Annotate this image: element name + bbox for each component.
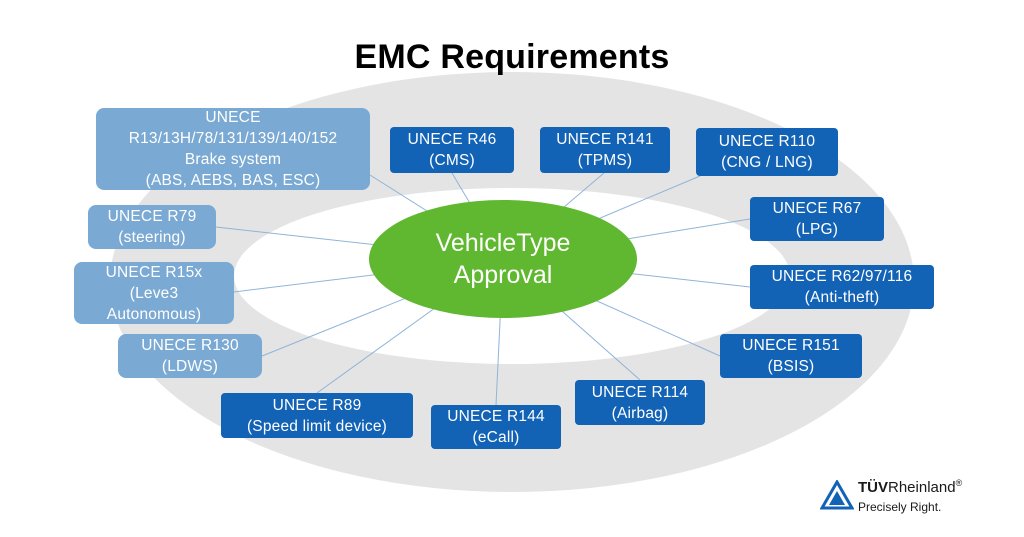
requirement-box-line: (Leve3 [129,284,179,302]
requirement-box-line: UNECE R15x [105,263,203,281]
requirement-box-r130: UNECE R130 (LDWS) [118,334,262,378]
tuv-triangle-icon [820,480,854,510]
requirement-box-r67: UNECE R67 (LPG) [750,197,884,241]
center-ellipse [369,200,637,318]
center-label-line2: Approval [453,261,553,289]
logo-tagline: Precisely Right. [858,500,942,514]
requirement-box-line: (TPMS) [577,152,633,169]
requirement-box-line: Autonomous) [106,305,202,323]
requirement-box-line: R13/13H/78/131/139/140/152 [128,130,338,147]
requirement-box-line: (BSIS) [767,358,815,375]
requirement-box-line: (ABS, AEBS, BAS, ESC) [145,172,321,189]
requirement-box-line: UNECE R89 [272,396,362,414]
requirement-box-line: (Anti-theft) [804,289,880,306]
requirement-box-line: UNECE R114 [591,383,689,401]
requirement-box-r110: UNECE R110 (CNG / LNG) [696,128,838,176]
requirement-box-r151: UNECE R151 (BSIS) [720,334,862,378]
requirement-box-r79: UNECE R79 (steering) [88,205,216,249]
requirement-box-r62: UNECE R62/97/116 (Anti-theft) [750,265,934,309]
requirement-box-line: (Airbag) [611,404,669,422]
requirement-box-line: (CMS) [429,152,475,169]
requirement-box-r89: UNECE R89 (Speed limit device) [221,393,413,438]
requirement-box-line: (eCall) [472,429,520,446]
logo-brand-bold: TÜV [858,479,888,496]
logo-brand: TÜVRheinland® [858,478,962,496]
requirement-box-line: UNECE [205,109,261,126]
requirement-box-r46: UNECE R46 (CMS) [390,127,514,173]
requirement-box-line: UNECE R130 [141,337,239,354]
requirement-box-line: (LPG) [795,221,839,238]
requirement-box-line: UNECE R67 [772,200,862,217]
requirement-box-line: UNECE R144 [447,408,545,425]
requirement-box-line: UNECE R46 [407,131,497,148]
requirement-box-line: Brake system [184,151,282,168]
requirement-box-line: UNECE R110 [718,133,816,150]
center-label-line1: VehicleType [435,229,571,257]
requirement-box-line: (CNG / LNG) [721,154,813,171]
requirement-box-line: UNECE R62/97/116 [771,268,913,285]
tuv-logo: TÜVRheinland® Precisely Right. [820,478,1000,522]
requirement-box-r141: UNECE R141 (TPMS) [540,127,670,173]
requirement-box-line: (LDWS) [161,358,219,375]
logo-registered: ® [955,478,963,488]
requirement-box-line: UNECE R151 [742,337,840,354]
logo-brand-rest: Rheinland [888,479,956,496]
requirement-box-r144: UNECE R144 (eCall) [431,405,561,449]
requirement-box-line: UNECE R79 [107,208,197,225]
requirement-box-line: (steering) [118,229,186,246]
requirement-box-line: (Speed limit device) [246,417,388,435]
diagram-title: EMC Requirements [354,38,670,76]
requirement-box-r114: UNECE R114 (Airbag) [575,380,705,425]
requirement-box-line: UNECE R141 [556,131,654,148]
center-label: VehicleType Approval [369,200,637,318]
